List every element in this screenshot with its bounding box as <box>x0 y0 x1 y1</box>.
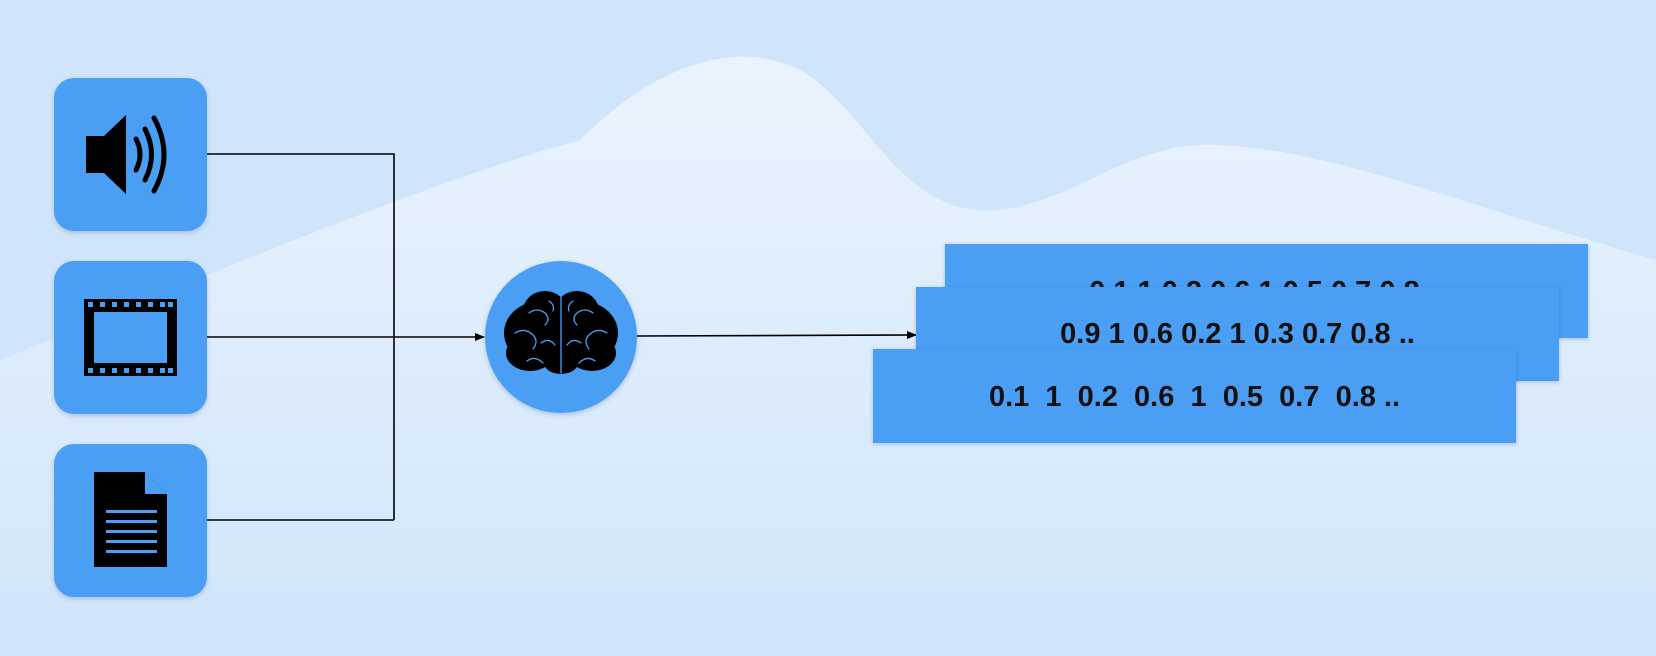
speaker-icon <box>86 115 167 194</box>
arrow-to-embeddings <box>636 331 917 340</box>
film-icon <box>84 299 177 376</box>
audio-input-tile[interactable] <box>54 78 207 231</box>
text-input-tile[interactable] <box>54 444 207 597</box>
model-node[interactable] <box>485 261 637 413</box>
embedding-values-front: 0.1 1 0.2 0.6 1 0.5 0.7 0.8 .. <box>988 381 1401 413</box>
embedding-values-middle: 0.9 1 0.6 0.2 1 0.3 0.7 0.8 .. <box>1060 318 1415 350</box>
document-icon <box>94 472 167 567</box>
brain-icon <box>504 291 618 374</box>
embedding-card-front: 0.1 1 0.2 0.6 1 0.5 0.7 0.8 .. <box>873 349 1516 443</box>
video-input-tile[interactable] <box>54 261 207 414</box>
connector-audio <box>207 153 395 520</box>
